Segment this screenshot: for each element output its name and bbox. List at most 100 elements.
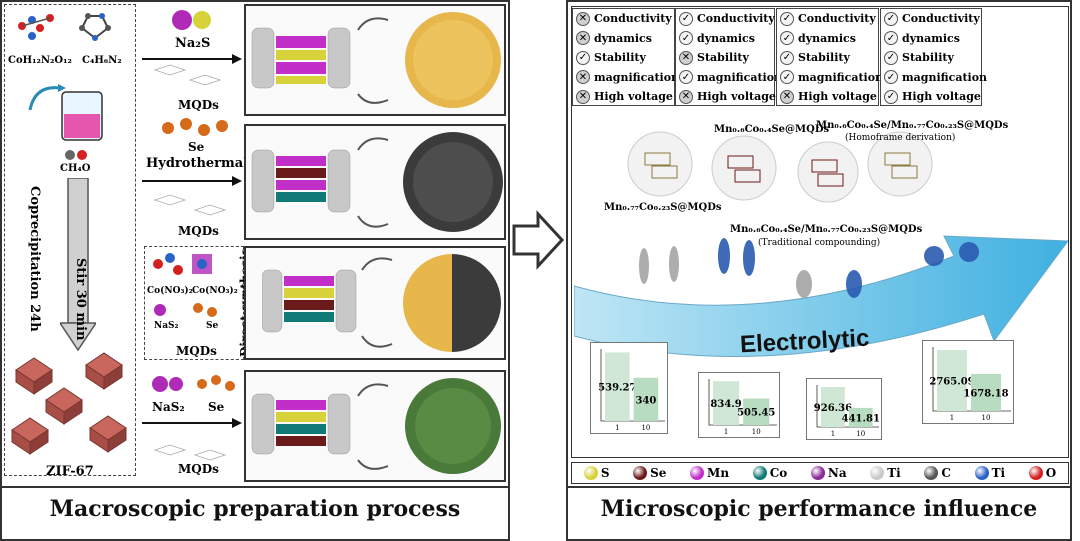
mini-chart-bar bbox=[605, 352, 630, 421]
performance-inner-frame bbox=[571, 6, 1069, 458]
mini-chart-data-label: 340 bbox=[635, 395, 656, 406]
material-2-label: Mn₀.₆Co₀.₄Se@MQDs bbox=[714, 124, 830, 135]
legend-symbol: Ti bbox=[887, 466, 901, 480]
direct-synthesis-frame bbox=[144, 246, 244, 360]
mini-chart-data-label: 2765.09 bbox=[929, 377, 974, 388]
mini-chart-tick-label: 10 bbox=[641, 424, 650, 432]
element-ball-icon bbox=[870, 466, 885, 480]
route-2-reagent-label: Se bbox=[188, 140, 205, 154]
legend-symbol: C bbox=[941, 466, 951, 480]
checklist-item-label: High voltage bbox=[697, 90, 776, 104]
route-3-reagent-3-label: NaS₂ bbox=[154, 321, 179, 331]
checklist-item-label: magnification bbox=[798, 70, 884, 84]
checklist-2: ✓Conductivity✓dynamics✕Stability✓magnifi… bbox=[675, 8, 782, 107]
material-1-label: Mn₀.₇₇Co₀.₂₃S@MQDs bbox=[604, 202, 722, 213]
legend-item: Ti bbox=[870, 466, 901, 480]
element-ball-icon bbox=[752, 466, 767, 480]
legend-item: Ti bbox=[974, 466, 1005, 480]
check-icon: ✓ bbox=[679, 70, 693, 85]
cross-icon: ✕ bbox=[679, 89, 693, 104]
checklist-item: ✓magnification bbox=[881, 68, 987, 88]
checklist-item-label: Stability bbox=[902, 51, 954, 65]
route-1-structure-illustration bbox=[251, 12, 501, 108]
mini-chart-bar bbox=[821, 387, 845, 427]
legend-item: S bbox=[583, 466, 610, 480]
checklist-item: ✕Stability bbox=[676, 48, 774, 68]
checklist-item-label: magnification bbox=[697, 70, 783, 84]
step-stir-label: Stir 30 min bbox=[73, 258, 88, 341]
mini-chart-tick-label: 10 bbox=[856, 430, 865, 438]
element-ball-icon bbox=[974, 466, 989, 480]
legend-symbol: S bbox=[600, 466, 610, 480]
legend-item: C bbox=[924, 466, 951, 480]
route-3-reagent-2-label: Co(NO₃)₂ bbox=[192, 286, 238, 296]
checklist-item: ✓Stability bbox=[881, 48, 981, 68]
material-3-note: (Traditional compounding) bbox=[758, 238, 881, 248]
cross-icon: ✕ bbox=[576, 70, 590, 85]
route-4-arrow bbox=[142, 418, 242, 428]
checklist-item: ✕ High voltage bbox=[676, 87, 776, 107]
legend-symbol: Mn bbox=[707, 466, 730, 480]
route-1-reagent-label: Na₂S bbox=[175, 36, 211, 51]
element-ball-icon bbox=[583, 466, 598, 480]
mini-chart-bar bbox=[937, 350, 967, 411]
step-coprecipitation-label: Coprecipitation 24h bbox=[27, 186, 42, 332]
checklist-item: ✓Stability bbox=[573, 48, 674, 68]
preparation-panel bbox=[0, 0, 510, 541]
checklist-3: ✓Conductivity✓dynamics✓Stability✓magnifi… bbox=[776, 8, 883, 106]
route-1-arrow bbox=[142, 54, 242, 64]
checklist-item: ✓dynamics bbox=[881, 29, 981, 49]
methanol-molecule-icon bbox=[65, 150, 87, 160]
checklist-item: ✕dynamics bbox=[573, 29, 674, 49]
process-down-arrow bbox=[60, 178, 96, 352]
left-caption-frame bbox=[2, 486, 508, 539]
mini-chart-data-label: 926.36 bbox=[814, 403, 852, 414]
element-ball-icon bbox=[690, 466, 705, 480]
material-3-label: Mn₀.₆Co₀.₄Se/Mn₀.₇₇Co₀.₂₃S@MQDs bbox=[730, 224, 923, 235]
element-ball-icon bbox=[1028, 466, 1043, 480]
check-icon: ✓ bbox=[884, 11, 898, 26]
checklist-item-label: Conductivity bbox=[798, 12, 876, 26]
checklist-item-label: High voltage bbox=[594, 90, 673, 104]
route-2-method-label: Hydrothermal bbox=[146, 156, 249, 171]
material-spheres-illustration bbox=[627, 131, 933, 203]
synthesis-dashed-frame bbox=[4, 4, 136, 476]
route-4-reagent-2-label: Se bbox=[208, 400, 225, 414]
check-icon: ✓ bbox=[576, 50, 590, 65]
legend-item: Se bbox=[633, 466, 666, 480]
cross-icon: ✕ bbox=[679, 50, 693, 65]
checklist-item-label: dynamics bbox=[697, 31, 755, 45]
legend-symbol: Se bbox=[650, 466, 667, 480]
mini-chart-data-label: 834.9 bbox=[710, 399, 741, 410]
legend-item: Co bbox=[752, 466, 788, 480]
cross-icon: ✕ bbox=[576, 89, 590, 104]
checklist-item: ✓Conductivity bbox=[881, 9, 981, 29]
mini-chart-tick-label: 1 bbox=[831, 430, 835, 438]
reagent-2-label: C₄H₆N₂ bbox=[82, 55, 122, 66]
checklist-item-label: High voltage bbox=[798, 90, 877, 104]
solvent-label: CH₄O bbox=[60, 163, 91, 174]
route-3-structure-illustration bbox=[262, 254, 501, 352]
checklist-item: ✕Conductivity bbox=[573, 9, 674, 29]
route-4-reagent-1-label: NaS₂ bbox=[152, 400, 185, 414]
mini-chart-data-label: 505.45 bbox=[737, 408, 775, 419]
cross-icon: ✕ bbox=[780, 89, 794, 104]
check-icon: ✓ bbox=[679, 31, 693, 46]
electrolytic-arrow bbox=[574, 235, 1068, 357]
right-panel-caption: Microscopic performance influence bbox=[600, 496, 1038, 522]
material-4-note: (Homoframe derivation) bbox=[845, 133, 956, 143]
element-ball-icon bbox=[924, 466, 939, 480]
route-2-arrow bbox=[142, 176, 242, 186]
checklist-1: ✕Conductivity✕dynamics✓Stability✕magnifi… bbox=[572, 8, 679, 106]
checklist-item: ✓dynamics bbox=[777, 29, 878, 49]
legend-symbol: Co bbox=[769, 466, 788, 480]
transition-arrow bbox=[512, 210, 565, 270]
product-label: ZIF-67 bbox=[46, 464, 94, 479]
mini-chart-tick-label: 10 bbox=[982, 414, 991, 422]
checklist-item: ✓High voltage bbox=[881, 87, 981, 107]
check-icon: ✓ bbox=[780, 11, 794, 26]
right-caption-frame bbox=[568, 486, 1070, 539]
